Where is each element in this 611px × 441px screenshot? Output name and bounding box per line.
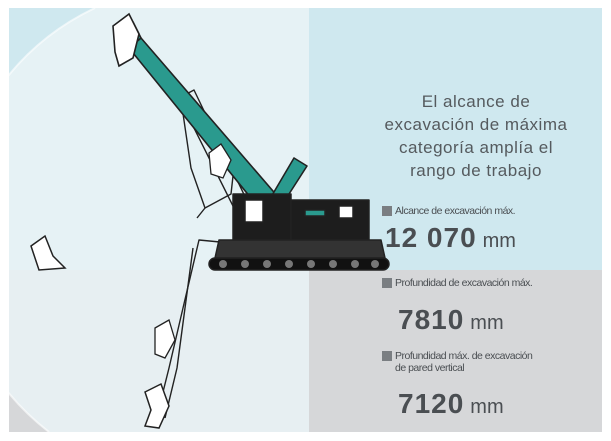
- headline: El alcance de excavación de máxima categ…: [361, 90, 591, 182]
- square-bullet-icon: [382, 351, 392, 361]
- spec-reach-number: 12 070: [385, 222, 477, 253]
- spec-reach-unit: mm: [482, 230, 516, 252]
- square-bullet-icon: [382, 278, 392, 288]
- spec-reach-label-text: Alcance de excavación máx.: [395, 205, 516, 217]
- diagram-panel: El alcance de excavación de máxima categ…: [9, 8, 602, 432]
- square-bullet-icon: [382, 206, 392, 216]
- spec-depth-unit: mm: [470, 312, 504, 334]
- excavator-diagram: [9, 8, 390, 432]
- working-range-arc-inner: [9, 8, 96, 432]
- bucket-mid: [208, 143, 232, 179]
- excavator-body: [208, 193, 390, 271]
- spec-depth-label: Profundidad de excavación máx.: [382, 277, 533, 289]
- headline-line-4: rango de trabajo: [410, 161, 542, 180]
- spec-wall-label-line-1: Profundidad máx. de excavación: [395, 350, 533, 362]
- spec-wall-label-text: Profundidad máx. de excavación de pared …: [395, 350, 533, 374]
- working-range-arc: [9, 8, 309, 432]
- bucket-deep-2: [154, 319, 176, 359]
- spec-depth-label-text: Profundidad de excavación máx.: [395, 277, 533, 289]
- headline-line-3: categoría amplía el: [398, 138, 554, 157]
- spec-wall-label-line-2: de pared vertical: [395, 362, 465, 374]
- spec-wall-unit: mm: [470, 396, 504, 418]
- bucket-top: [112, 12, 140, 68]
- spec-wall-label: Profundidad máx. de excavación de pared …: [382, 350, 533, 374]
- bucket-ground: [30, 234, 67, 271]
- spec-reach-label: Alcance de excavación máx.: [382, 205, 516, 217]
- headline-line-2: excavación de máxima: [384, 115, 568, 134]
- spec-wall-number: 7120: [398, 388, 465, 419]
- headline-line-1: El alcance de: [421, 92, 531, 111]
- spec-depth-number: 7810: [398, 304, 465, 335]
- bucket-deep: [143, 382, 170, 429]
